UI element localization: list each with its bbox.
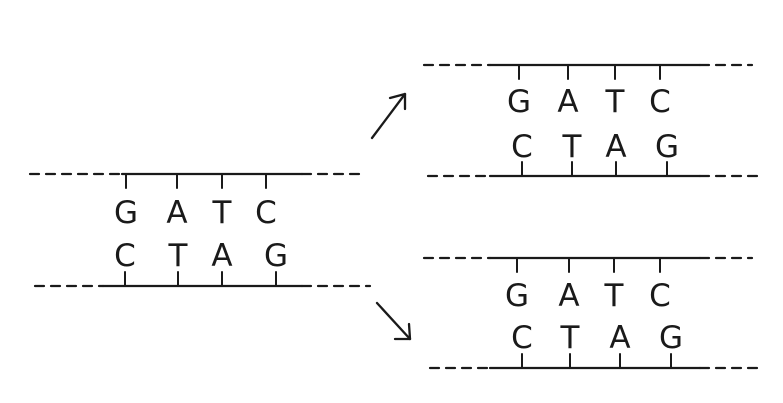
top-base-letter: T (605, 84, 626, 120)
bottom-base-letter: C (114, 238, 136, 274)
top-base-letter: G (507, 84, 531, 120)
arrow-shaft (375, 301, 412, 341)
arrow-to-daughter-top (370, 92, 407, 140)
top-base-letter: C (649, 278, 671, 314)
bottom-base-letter: G (264, 238, 288, 274)
bottom-base-letter: T (562, 129, 583, 165)
top-base-letter: G (114, 195, 138, 231)
bottom-base-letter: T (168, 238, 189, 274)
bottom-base-letter: C (511, 129, 533, 165)
arrows-group (370, 92, 412, 341)
top-base-letter: T (604, 278, 625, 314)
top-base-letter: T (212, 195, 233, 231)
top-base-letter: C (649, 84, 671, 120)
top-base-letter: A (558, 278, 579, 314)
arrow-to-daughter-bottom (375, 301, 412, 341)
bottom-base-letter: A (211, 238, 232, 274)
top-base-letter: A (166, 195, 187, 231)
top-base-letter: G (505, 278, 529, 314)
top-base-letter: A (557, 84, 578, 120)
arrow-head (388, 92, 407, 111)
bottom-base-letter: T (560, 320, 581, 356)
bottom-base-letter: A (605, 129, 626, 165)
arrow-shaft (370, 92, 407, 140)
bottom-base-letter: G (659, 320, 683, 356)
bottom-base-letter: G (655, 129, 679, 165)
arrow-head (393, 322, 412, 341)
top-base-letter: C (255, 195, 277, 231)
bottom-base-letter: C (511, 320, 533, 356)
bottom-base-letter: A (609, 320, 630, 356)
